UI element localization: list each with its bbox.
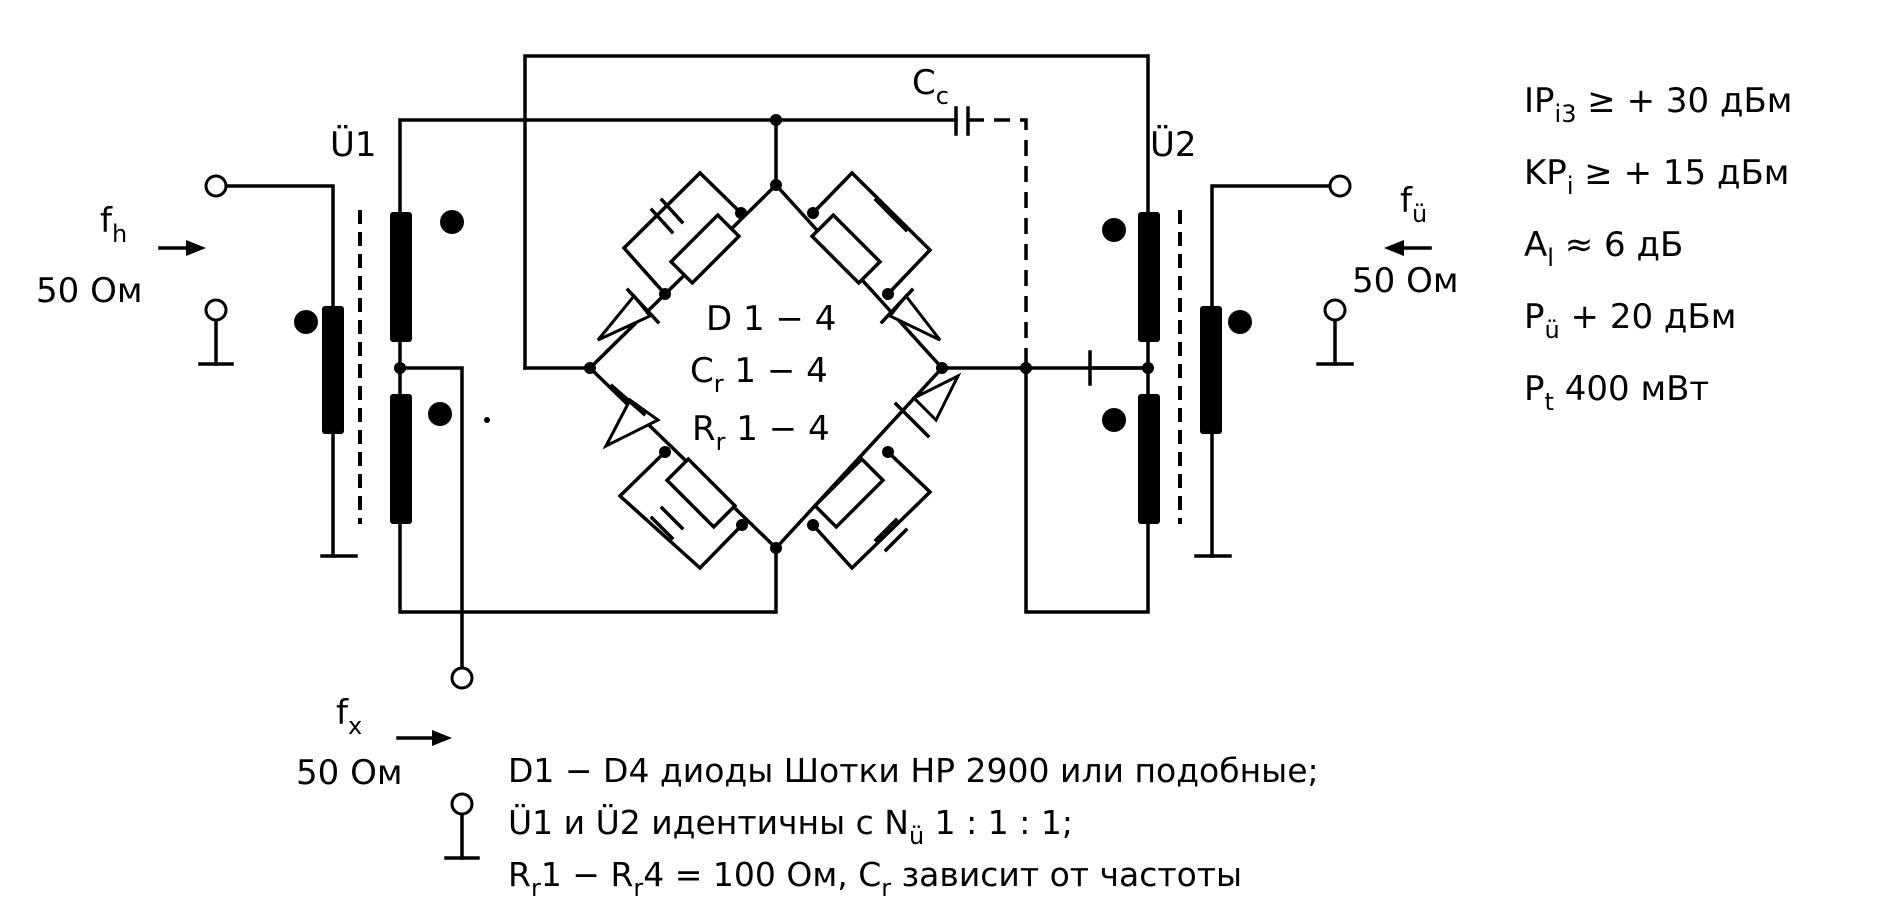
bridge-cap-label: C <box>690 351 714 391</box>
fx-impedance: 50 Ом <box>296 753 402 793</box>
svg-text:fx: fx <box>336 693 362 740</box>
svg-text:Cc: Cc <box>912 63 949 110</box>
diode-d4 <box>893 372 962 439</box>
top-inner-wire <box>398 118 958 224</box>
bottom-left-wire <box>398 512 778 614</box>
fh-ref-terminal[interactable] <box>204 298 228 322</box>
rc-pair-upper-right <box>809 170 933 297</box>
fx-arrow-icon <box>396 730 452 746</box>
fu-impedance: 50 Ом <box>1352 261 1458 301</box>
cc-label: C <box>912 63 936 103</box>
capacitor-cc <box>954 106 970 136</box>
rc-pair-lower-left <box>617 449 745 571</box>
rc-pair-lower-right <box>810 449 933 571</box>
svg-text:Rr 1 − 4: Rr 1 − 4 <box>692 409 830 456</box>
u1-label: Ü1 <box>330 124 377 165</box>
fu-label: f <box>1400 181 1413 221</box>
svg-text:fh: fh <box>100 201 127 248</box>
note-line-2: Ü1 и Ü2 идентичны с Nü 1 : 1 : 1; <box>508 802 1073 850</box>
fh-terminal[interactable] <box>204 174 228 198</box>
diode-d2 <box>879 287 942 342</box>
bridge-res-label: R <box>692 409 716 449</box>
bridge-diode-label: D 1 − 4 <box>706 299 836 339</box>
fx-sub: x <box>348 712 362 740</box>
spec-item: KPi ≥ + 15 дБм <box>1524 153 1789 200</box>
fh-impedance: 50 Ом <box>36 271 142 311</box>
u2-label: Ü2 <box>1150 124 1197 165</box>
cc-dashed-wire <box>968 118 1028 368</box>
spec-item: Al ≈ 6 дБ <box>1524 225 1683 272</box>
diode-bridge <box>394 114 1154 571</box>
spec-item: IPi3 ≥ + 30 дБм <box>1524 81 1792 128</box>
svg-text:fü: fü <box>1400 181 1427 228</box>
fu-arrow-icon <box>1384 240 1432 256</box>
svg-text:Cr 1 − 4: Cr 1 − 4 <box>690 351 828 398</box>
fu-sub: ü <box>1412 200 1427 228</box>
cc-sub: c <box>936 82 949 110</box>
transformer-u1 <box>294 210 490 524</box>
note-line-1: D1 − D4 диоды Шотки HP 2900 или подобные… <box>508 751 1319 790</box>
fh-label: f <box>100 201 113 241</box>
note-line-3: Rr1 − Rr4 = 100 Ом, Cr зависит от частот… <box>508 855 1242 902</box>
spec-list: IPi3 ≥ + 30 дБм KPi ≥ + 15 дБм Al ≈ 6 дБ… <box>1524 81 1792 416</box>
outer-loop-wire <box>523 54 1150 370</box>
u1-center-tap <box>398 366 464 670</box>
wiring <box>198 54 1354 860</box>
footnotes: D1 − D4 диоды Шотки HP 2900 или подобные… <box>508 751 1319 902</box>
diode-d3 <box>602 383 661 450</box>
fh-input-wire <box>225 184 335 312</box>
fh-arrow-icon <box>158 240 206 256</box>
rc-pair-upper-left <box>621 170 744 297</box>
diode-d1 <box>596 287 661 342</box>
spec-item: Pü + 20 дБм <box>1524 297 1736 344</box>
transformer-u2 <box>1102 210 1252 524</box>
fx-ref-terminal[interactable] <box>450 792 474 816</box>
fx-label: f <box>336 693 349 733</box>
bottom-right-wire <box>1024 366 1150 614</box>
fu-output-wire <box>1210 184 1332 312</box>
fh-sub: h <box>112 220 127 248</box>
fu-ref-terminal[interactable] <box>1323 298 1347 322</box>
spec-item: Pt 400 мВт <box>1524 369 1709 416</box>
fx-terminal[interactable] <box>450 666 474 690</box>
fu-terminal[interactable] <box>1328 174 1352 198</box>
